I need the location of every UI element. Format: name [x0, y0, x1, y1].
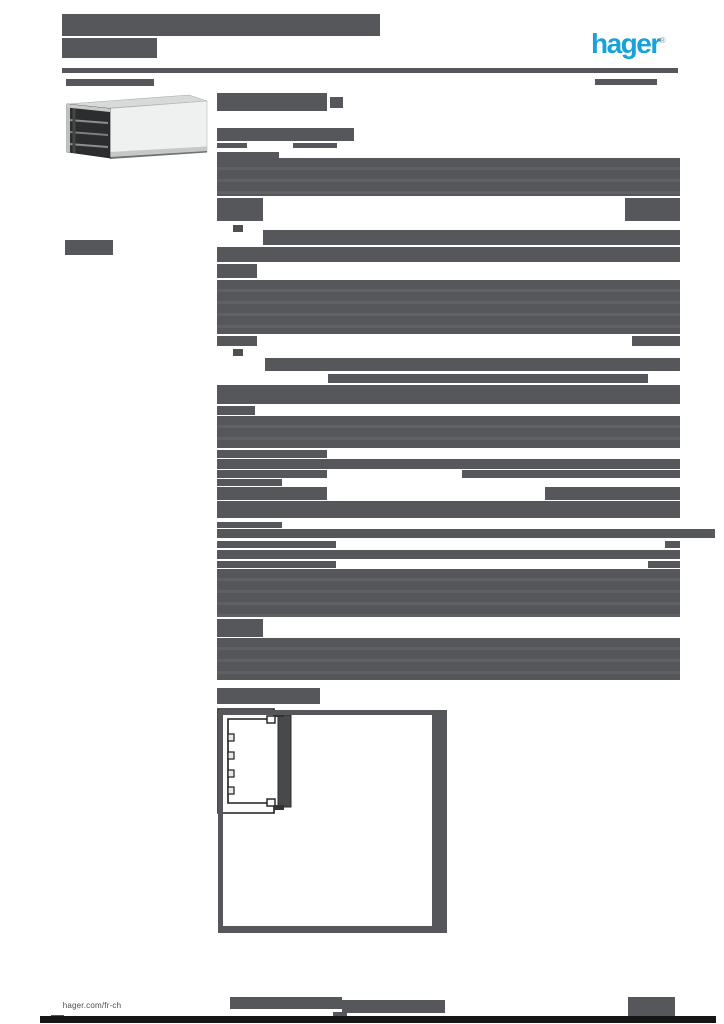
redacted-text-block [217, 529, 715, 538]
redacted-text-block [665, 541, 680, 548]
redacted-text-block [217, 128, 354, 141]
redacted-text-block [462, 470, 680, 478]
redacted-text-block [217, 198, 263, 221]
redacted-text-block [632, 336, 680, 346]
redacted-text-block [217, 487, 327, 500]
redacted-text-block [217, 688, 320, 704]
redacted-text-block [217, 152, 279, 158]
redacted-text-block [330, 97, 343, 108]
dimension-drawing-profile [217, 708, 292, 814]
registered-trademark-icon: ® [659, 36, 666, 45]
redacted-text-block [293, 143, 337, 148]
redacted-paragraph-block [217, 638, 680, 680]
header-rule-line [62, 68, 678, 73]
redacted-text-block [628, 997, 675, 1018]
redacted-paragraph-block [217, 280, 680, 334]
redacted-text-block [217, 406, 255, 415]
product-photo [66, 94, 208, 159]
redacted-text-block [217, 450, 327, 458]
redacted-text-block [217, 561, 336, 568]
redacted-text-block [217, 479, 282, 486]
redacted-text-block [217, 541, 336, 548]
drawing-frame-edge [218, 710, 223, 933]
redacted-text-block [217, 550, 680, 559]
redacted-text-block [217, 247, 680, 262]
redacted-text-block [217, 470, 327, 478]
redacted-paragraph-block [217, 416, 680, 448]
redacted-text-block [217, 459, 680, 469]
redacted-text-block [217, 385, 680, 404]
redacted-text-block [265, 358, 680, 371]
redacted-text-block [333, 1012, 347, 1017]
redacted-text-block [66, 79, 154, 86]
redacted-text-block [342, 1000, 445, 1013]
redacted-text-block [648, 561, 680, 568]
redacted-text-block [263, 230, 680, 245]
redacted-paragraph-block [217, 158, 680, 196]
redacted-text-block [217, 501, 680, 518]
redacted-text-block [625, 198, 680, 221]
hager-logo-text: hager [591, 28, 661, 59]
drawing-frame-edge [218, 710, 447, 715]
redacted-text-block [595, 79, 657, 85]
redacted-paragraph-block [217, 569, 680, 617]
redacted-text-block [65, 240, 113, 255]
footer-bar [40, 1016, 716, 1023]
redacted-text-block [217, 93, 327, 111]
list-bullet-square [233, 349, 243, 356]
website-link[interactable]: hager.com/fr-ch [46, 996, 138, 1014]
drawing-frame-edge [218, 926, 447, 933]
drawing-frame-edge [432, 710, 447, 933]
redacted-text-block [328, 374, 648, 383]
redacted-text-block [217, 522, 282, 528]
hager-logo: hager® [591, 27, 666, 58]
redacted-text-block [217, 143, 247, 148]
redacted-text-block [62, 38, 157, 58]
redacted-text-block [217, 619, 263, 637]
redacted-text-block [545, 487, 680, 500]
redacted-text-block [217, 336, 257, 346]
list-bullet-square [233, 225, 243, 232]
redacted-text-block [230, 997, 342, 1009]
redacted-text-block [217, 264, 257, 278]
redacted-text-block [62, 14, 380, 36]
